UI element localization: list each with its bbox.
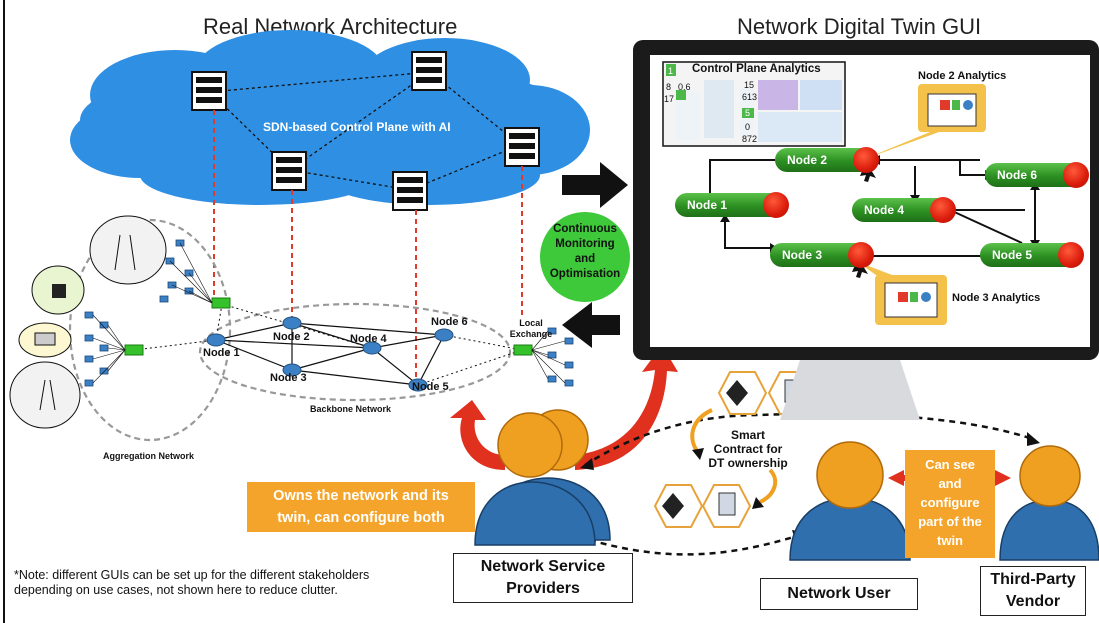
left-border-line: [3, 0, 5, 623]
vendor-note-line-4: part of the: [918, 514, 982, 529]
vendor-label-line-2: Vendor: [1005, 593, 1061, 610]
dash-num-7: 5: [745, 108, 751, 118]
server-icons: [191, 51, 540, 211]
sdn-cloud: [70, 30, 590, 205]
backbone-routers: [206, 316, 454, 392]
dash-num-3: 17: [664, 94, 675, 104]
twin-node-2-label: Node 2: [787, 153, 828, 167]
provider-note-line-1: Owns the network and its: [273, 488, 449, 504]
stakeholder-links: [584, 412, 1036, 556]
monitoring-line-3: and: [574, 253, 596, 265]
device-links: [92, 242, 566, 384]
local-exchange-label: Local Exchange: [509, 318, 553, 339]
control-plane-analytics-label: Control Plane Analytics: [692, 63, 821, 75]
vendor-label-line-1: Third-Party: [990, 571, 1076, 588]
smart-contract-line-1: Smart: [730, 428, 765, 442]
twin-node-6-label: Node 6: [997, 168, 1038, 182]
vendor-note-line-1: Can see: [925, 457, 975, 472]
smart-contract-label: Smart Contract for DT ownership: [708, 428, 788, 470]
node-cap: [1058, 242, 1084, 268]
sdn-to-node-links: [213, 110, 523, 385]
node2-analytics-label: Node 2 Analytics: [918, 70, 1007, 82]
backbone-node-6: Node 6: [431, 316, 468, 328]
sdn-cloud-label: SDN-based Control Plane with AI: [263, 120, 451, 134]
twin-node-2[interactable]: Node 2: [775, 147, 879, 173]
twin-node-3[interactable]: Node 3: [770, 242, 874, 268]
dash-num-9: 872: [742, 134, 758, 144]
vendor-note-line-2: and: [938, 476, 962, 491]
dash-num-1: 1: [668, 66, 674, 76]
control-plane-panel: [662, 61, 846, 147]
node2-analytics-callout: [862, 84, 986, 160]
twin-node-4-label: Node 4: [864, 203, 905, 217]
provider-note-line-2: twin, can configure both: [277, 510, 445, 526]
vendor-note-line-5: twin: [937, 533, 963, 548]
smart-contract-line-3: DT ownership: [708, 456, 788, 470]
vendor-person: [999, 445, 1099, 561]
backbone-node-1: Node 1: [203, 347, 240, 359]
backbone-node-2: Node 2: [273, 331, 310, 343]
backbone-network-label: Backbone Network: [310, 404, 392, 414]
provider-person: [474, 409, 611, 546]
dash-num-5: 15: [744, 80, 755, 90]
provider-label-line-1: Network Service: [480, 558, 606, 575]
twin-node-4[interactable]: Node 4: [852, 197, 956, 223]
monitoring-ellipse: [540, 212, 630, 302]
provider-note: Owns the network and its twin, can confi…: [247, 482, 475, 532]
smart-contract-line-2: Contract for: [713, 442, 783, 456]
provider-label-line-2: Providers: [506, 580, 580, 597]
dash-num-8: 0: [745, 122, 751, 132]
dash-num-2: 8: [666, 82, 672, 92]
vendor-label: Third-Party Vendor: [980, 566, 1086, 616]
network-boundaries: [68, 218, 512, 442]
backbone-node-3: Node 3: [270, 372, 307, 384]
access-sites: [9, 215, 167, 429]
monitoring-line-2: Monitoring: [555, 238, 615, 250]
monitoring-label: Continuous Monitoring and Optimisation: [540, 222, 630, 282]
node-cap: [1063, 162, 1089, 188]
aggregation-network-label: Aggregation Network: [103, 451, 195, 461]
node-cap: [848, 242, 874, 268]
node3-analytics-callout: [858, 262, 947, 325]
vendor-note-line-3: configure: [920, 495, 980, 510]
twin-node-1[interactable]: Node 1: [675, 192, 789, 218]
user-label: Network User: [760, 578, 918, 610]
backbone-node-5: Node 5: [412, 381, 449, 393]
sync-arrows: [562, 162, 628, 348]
monitoring-line-1: Continuous: [553, 223, 617, 235]
twin-node-3-label: Node 3: [782, 248, 823, 262]
node-cap: [853, 147, 879, 173]
switches: [124, 297, 533, 356]
user-person: [789, 441, 911, 561]
twin-node-5[interactable]: Node 5: [980, 242, 1084, 268]
backbone-links: [215, 322, 445, 386]
node-cap: [763, 192, 789, 218]
twin-node-5-label: Node 5: [992, 248, 1033, 262]
monitoring-line-4: Optimisation: [549, 268, 621, 280]
dash-num-6: 613: [742, 92, 758, 102]
footnote: *Note: different GUIs can be set up for …: [14, 568, 370, 597]
node-cap: [930, 197, 956, 223]
dash-num-4: 0.6: [678, 82, 691, 92]
twin-node-1-label: Node 1: [687, 198, 728, 212]
digital-twin-title: Network Digital Twin GUI: [737, 14, 982, 39]
twin-links: [709, 159, 1036, 257]
twin-node-6[interactable]: Node 6: [985, 162, 1089, 188]
backbone-node-4: Node 4: [350, 333, 387, 345]
provider-label: Network Service Providers: [453, 553, 633, 603]
node3-analytics-label: Node 3 Analytics: [952, 292, 1041, 304]
vendor-note: Can see and configure part of the twin: [905, 450, 995, 558]
